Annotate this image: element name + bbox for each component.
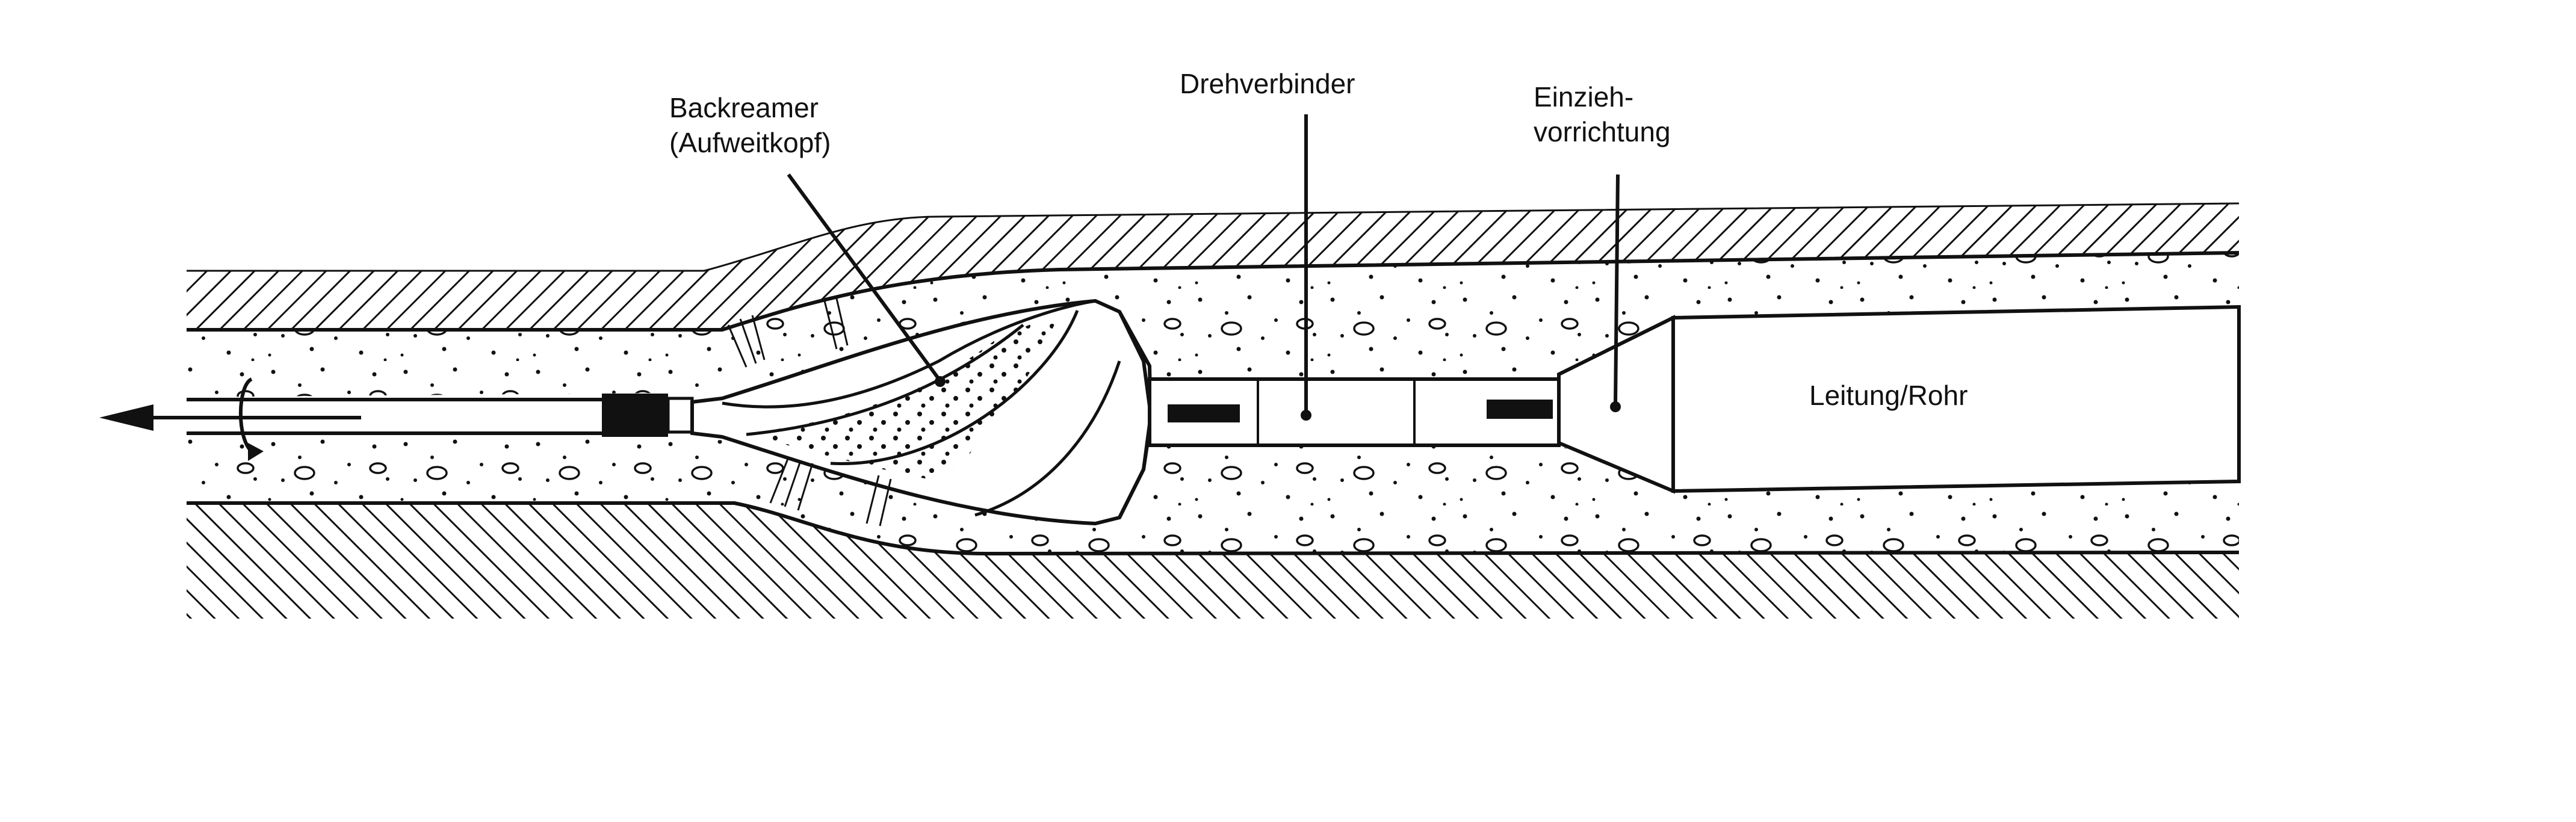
- leader-pulling-device: [1614, 174, 1620, 405]
- label-swivel: Drehverbinder: [1180, 68, 1355, 99]
- upper-gravel-annulus: [187, 253, 2239, 397]
- leader-swivel-dot: [1301, 410, 1311, 421]
- swivel-right-pin: [1487, 400, 1553, 419]
- label-pulling-device-line1: Einzieh-: [1534, 81, 1634, 113]
- lower-gravel-annulus: [187, 433, 2239, 554]
- label-pipe: Leitung/Rohr: [1809, 380, 1968, 411]
- rod-coupling-collar: [666, 397, 694, 434]
- label-pulling-device-line2: vorrichtung: [1534, 116, 1671, 147]
- borehole-upper-boundary: [187, 251, 2240, 332]
- label-pulling-device: Einzieh- vorrichtung: [1534, 79, 1671, 149]
- leader-pulling-device-dot: [1610, 401, 1621, 412]
- leader-backreamer: [787, 173, 941, 380]
- label-backreamer: Backreamer (Aufweitkopf): [669, 90, 831, 160]
- reamer-spiral-edge-1: [722, 299, 1096, 409]
- rod-coupling: [602, 394, 668, 437]
- reamer-spiral-edge-3: [830, 310, 1079, 465]
- rotation-arrow: [238, 377, 255, 454]
- borehole-lower-boundary: [187, 501, 2240, 556]
- pull-arrow-head: [99, 404, 153, 431]
- swivel-left-pin: [1168, 404, 1240, 422]
- leader-backreamer-dot: [935, 376, 946, 387]
- jet-spray-marks: [727, 298, 892, 527]
- soil-top-line: [187, 202, 2240, 272]
- lower-soil-hatching: [187, 503, 2239, 619]
- rotation-arrow-head: [248, 443, 264, 461]
- reamer-spiral-edge-4: [974, 360, 1121, 517]
- reamer-spiral-edge-2: [746, 324, 1024, 436]
- label-backreamer-line2: (Aufweitkopf): [669, 127, 831, 158]
- label-backreamer-line1: Backreamer: [669, 92, 819, 123]
